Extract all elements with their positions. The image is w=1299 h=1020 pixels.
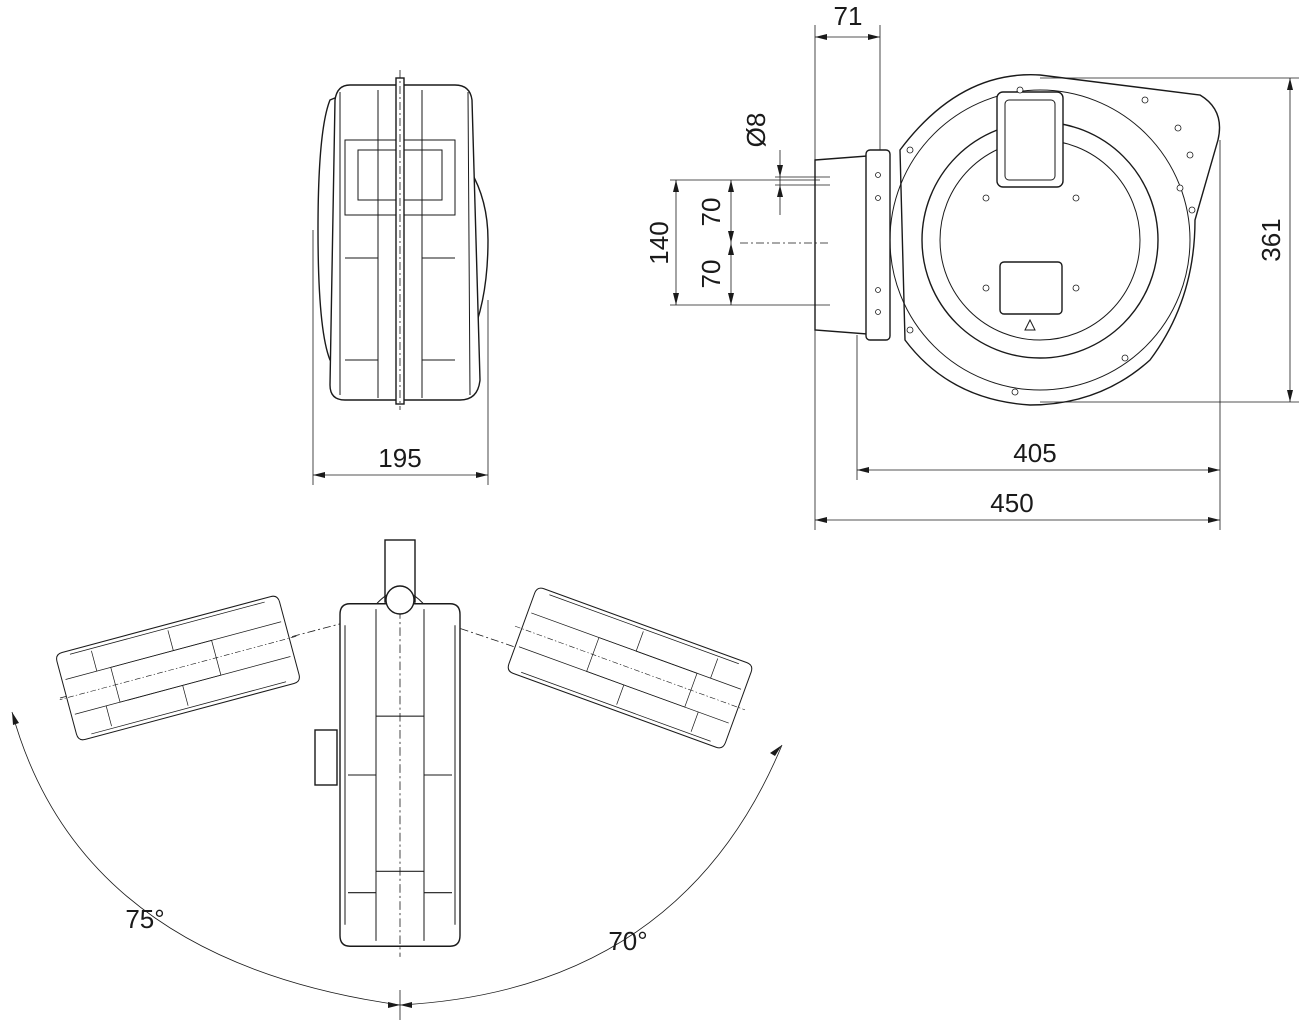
swivel-view: 75° 70° xyxy=(11,539,783,1020)
left-swivel-position xyxy=(47,592,309,744)
dimension-bracket-depth: 71 xyxy=(834,1,863,31)
side-view: 195 xyxy=(312,70,489,485)
center-position xyxy=(339,592,461,958)
angle-right-swivel: 70° xyxy=(608,926,647,956)
dimension-depth: 195 xyxy=(378,443,421,473)
front-view: 71 Ø8 140 70 70 361 405 450 xyxy=(644,1,1299,530)
right-swivel-position xyxy=(499,583,761,753)
dimension-body-width: 405 xyxy=(1013,438,1056,468)
dimension-hole-spacing-lower: 70 xyxy=(696,260,726,289)
dimension-hole-spacing-upper: 70 xyxy=(696,198,726,227)
angle-left-swivel: 75° xyxy=(125,904,164,934)
dimension-overall-width: 450 xyxy=(990,488,1033,518)
dimension-hole-diameter: Ø8 xyxy=(741,113,771,148)
dimension-hole-spacing-total: 140 xyxy=(644,221,674,264)
dimension-height: 361 xyxy=(1256,218,1286,261)
